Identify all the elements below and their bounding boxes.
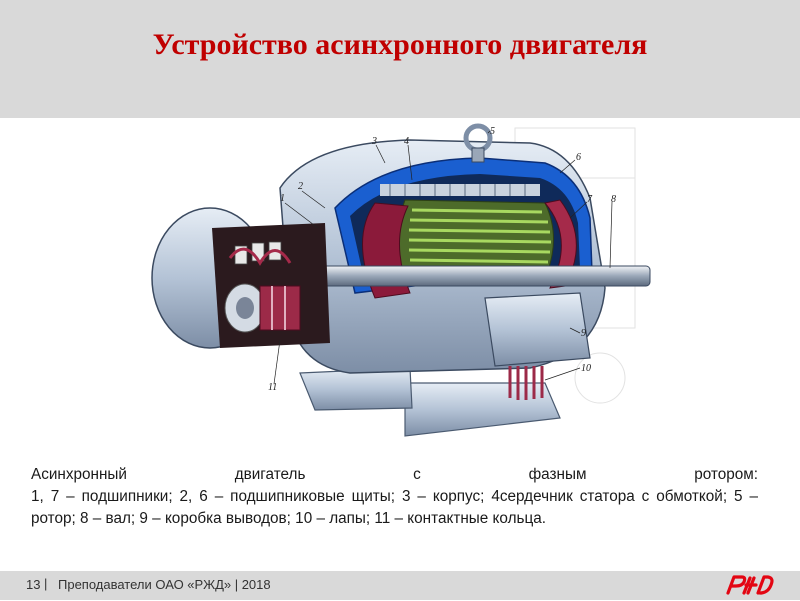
label-3: 3 xyxy=(371,136,377,147)
caption-first-line: Асинхронный двигатель с фазным ротором: xyxy=(31,464,758,486)
label-1: 1 xyxy=(280,193,285,204)
caption-word: с xyxy=(413,466,421,483)
label-11: 11 xyxy=(268,382,277,393)
label-10: 10 xyxy=(581,363,591,374)
eye-bolt xyxy=(463,123,493,163)
motor-shaft xyxy=(299,265,651,287)
stator-core xyxy=(380,184,540,196)
caption-word: Асинхронный xyxy=(31,466,127,483)
slide-header xyxy=(0,0,800,118)
label-5: 5 xyxy=(490,126,495,137)
label-7: 7 xyxy=(587,194,593,205)
caption-body: 1, 7 – подшипники; 2, 6 – подшипниковые … xyxy=(31,488,758,527)
slide-title: Устройство асинхронного двигателя xyxy=(152,28,648,61)
label-8: 8 xyxy=(611,194,616,205)
label-9: 9 xyxy=(581,328,586,339)
label-6: 6 xyxy=(576,152,581,163)
motor-illustration: 1 2 3 4 5 6 7 8 9 10 11 xyxy=(150,118,656,444)
rzd-logo-icon xyxy=(724,572,776,601)
motor-drawing: 1 2 3 4 5 6 7 8 9 10 11 xyxy=(151,123,651,437)
motor-feet xyxy=(404,382,561,437)
label-2: 2 xyxy=(298,181,303,192)
label-4: 4 xyxy=(404,136,409,147)
caption-word: ротором: xyxy=(694,466,759,483)
footer-text: Преподаватели ОАО «РЖД» | 2018 xyxy=(58,577,271,592)
slip-rings xyxy=(224,283,301,333)
terminal-box xyxy=(484,292,591,367)
caption-word: двигатель xyxy=(234,466,306,483)
slide-footer: 13 | Преподаватели ОАО «РЖД» | 2018 xyxy=(0,571,800,600)
caption-word: фазным xyxy=(528,466,587,483)
page-number: 13 xyxy=(26,577,41,592)
rzd-logo-graphic xyxy=(726,575,774,595)
page-separator: | xyxy=(44,576,48,591)
figure-caption: Асинхронный двигатель с фазным ротором: … xyxy=(31,464,758,530)
